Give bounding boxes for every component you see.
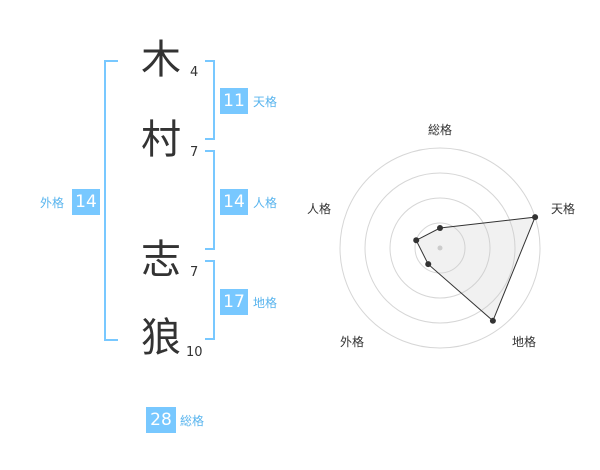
- jinkaku-badge: 14: [220, 189, 248, 215]
- radar-ring: [364, 172, 516, 324]
- soukaku-badge: 28: [146, 407, 176, 433]
- tenkaku-badge: 11: [220, 88, 248, 114]
- gaikaku-badge: 14: [72, 189, 100, 215]
- radar-ring: [414, 222, 466, 274]
- tenkaku-label: 天格: [253, 95, 278, 109]
- radar-point-1: [437, 225, 443, 231]
- radar-point-5: [413, 237, 420, 244]
- soukaku-label: 総格: [180, 414, 205, 428]
- name-char-1: 木: [141, 37, 181, 83]
- chikaku-label: 地格: [253, 296, 278, 310]
- gaikaku-label: 外格: [40, 196, 65, 210]
- radar-label-jinkaku: 人格: [307, 201, 331, 216]
- jinkaku-label: 人格: [253, 196, 278, 210]
- stroke-count-3: 7: [190, 265, 199, 280]
- radar-ring: [389, 197, 491, 299]
- radar-label-soukaku: 総格: [428, 122, 452, 137]
- name-char-4: 狼: [141, 315, 181, 361]
- stroke-count-2: 7: [190, 145, 199, 160]
- chikaku-badge: 17: [220, 289, 248, 315]
- radar-label-gaikaku: 外格: [340, 334, 364, 349]
- name-char-3: 志: [141, 237, 181, 283]
- radar-ring: [339, 147, 541, 349]
- radar-point-3: [489, 317, 496, 324]
- radar-label-chikaku: 地格: [512, 334, 536, 349]
- stroke-count-4: 10: [186, 345, 203, 360]
- stroke-count-1: 4: [190, 65, 199, 80]
- radar-point-4: [425, 261, 432, 268]
- radar-center-dot: [437, 245, 443, 251]
- radar-polygon: [415, 216, 536, 322]
- radar-point-2: [532, 214, 539, 221]
- name-char-2: 村: [141, 117, 181, 163]
- radar-label-tenkaku: 天格: [551, 201, 575, 216]
